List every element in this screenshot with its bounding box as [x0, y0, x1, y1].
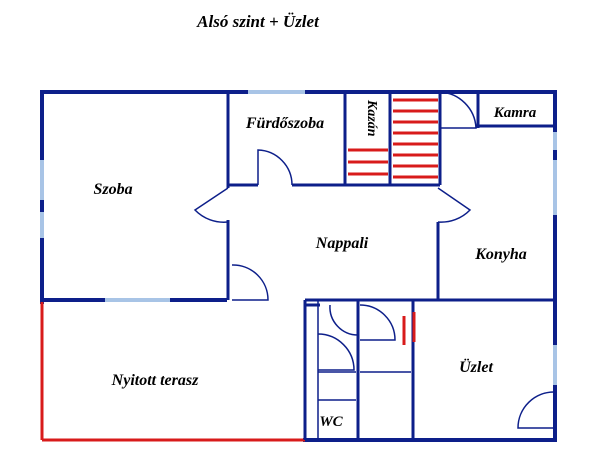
- room-label-uzlet: Üzlet: [459, 358, 493, 376]
- room-label-konyha: Konyha: [474, 246, 527, 263]
- room-label-terasz: Nyitott terasz: [111, 372, 199, 389]
- terrace-edge: [40, 302, 305, 442]
- interior-walls: [226, 92, 555, 440]
- plan-title: Alsó szint + Üzlet: [196, 12, 320, 31]
- room-label-kamra: Kamra: [493, 105, 537, 121]
- room-label-wc: WC: [319, 414, 343, 430]
- room-label-nappali: Nappali: [315, 235, 369, 252]
- room-label-furdoszoba: Fürdőszoba: [245, 115, 324, 132]
- room-labels: Szoba Fürdőszoba Kazán Kamra Nappali Kon…: [93, 99, 536, 430]
- room-label-szoba: Szoba: [93, 181, 132, 198]
- stairs: [318, 98, 438, 401]
- doors: [193, 91, 556, 429]
- windows: [40, 90, 557, 385]
- room-label-kazan: Kazán: [364, 99, 379, 137]
